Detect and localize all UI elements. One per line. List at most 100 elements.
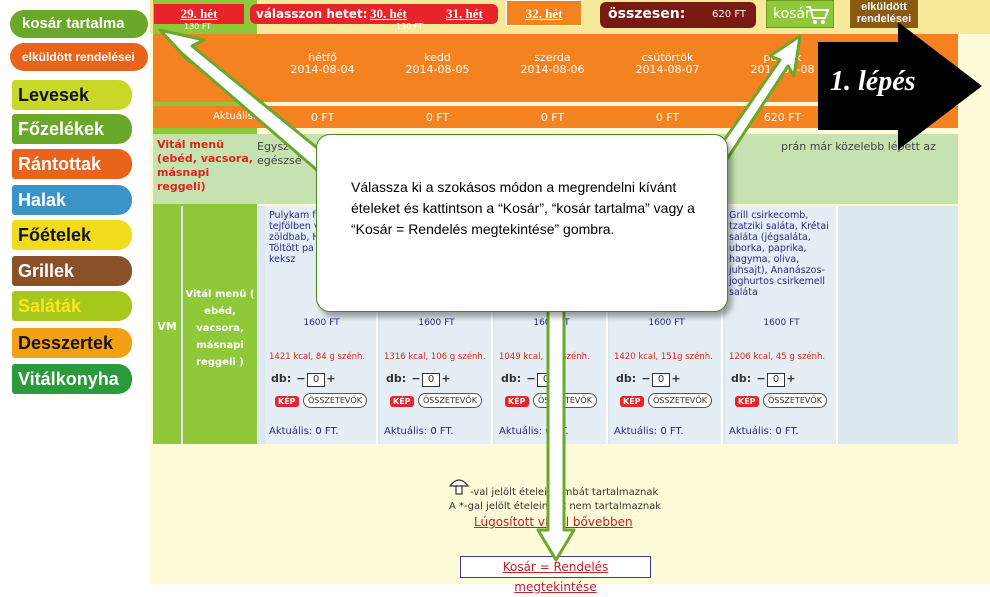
- week-29-tab[interactable]: 29. hét: [154, 4, 244, 24]
- day-name: csütörtök: [641, 51, 694, 64]
- sent-orders-top-button[interactable]: elküldött rendelései: [850, 0, 918, 28]
- dish-description: Pulykam fokhagym tejfölben vajban p zöld…: [269, 210, 360, 265]
- quantity-stepper: db: −0+: [616, 372, 682, 387]
- day-date: 2014-08-07: [635, 63, 700, 76]
- dish-price: 1600 FT: [533, 318, 570, 328]
- day-current-total: 0 FT: [540, 111, 565, 124]
- quantity-input[interactable]: 0: [307, 373, 325, 387]
- picture-button[interactable]: KÉP: [505, 396, 529, 407]
- category-2[interactable]: Főzelékek: [12, 114, 132, 144]
- choose-week-label: válasszon hetet:: [256, 7, 368, 21]
- week-31-link[interactable]: 31. hét: [446, 6, 483, 21]
- vital-desc-line2: egészsé: [257, 154, 302, 167]
- total-box: összesen: 620 FT: [600, 2, 756, 28]
- dish-nutrition: 1206 kcal, 45 g szénh.: [729, 352, 826, 362]
- day-date: 2014-08-05: [405, 63, 470, 76]
- vital-menu-description: Egyszerű egészsé: [257, 140, 307, 168]
- quantity-input[interactable]: 0: [652, 373, 670, 387]
- quantity-input[interactable]: 0: [422, 373, 440, 387]
- total-label: összesen:: [608, 6, 686, 22]
- quantity-input[interactable]: 0: [767, 373, 785, 387]
- day-date: 2014-08-04: [290, 63, 355, 76]
- decrease-button[interactable]: −: [296, 372, 306, 385]
- picture-button[interactable]: KÉP: [275, 396, 299, 407]
- quantity-label: db:: [501, 372, 522, 385]
- category-5[interactable]: Főételek: [12, 220, 132, 250]
- step-label: 1. lépés: [830, 66, 916, 97]
- day-name: kedd: [424, 51, 451, 64]
- quantity-input[interactable]: 0: [537, 373, 555, 387]
- vital-menu-title: Vitál menü (ebéd, vacsora, másnapi regge…: [157, 138, 253, 193]
- dish-price: 1600 FT: [418, 318, 455, 328]
- picture-button[interactable]: KÉP: [390, 396, 414, 407]
- menu-day-cell: Grill csirkecomb, tzatziki saláta, Kréta…: [725, 206, 838, 444]
- day-current-total: 0 FT: [425, 111, 450, 124]
- ingredients-button[interactable]: ÖSSZETEVŐK: [303, 393, 367, 408]
- view-order-button[interactable]: Kosár = Rendelés megtekintése: [460, 556, 651, 594]
- quantity-stepper: db: −0+: [271, 372, 337, 387]
- dish-current-total: Aktuális: 0 FT.: [269, 426, 339, 437]
- decrease-button[interactable]: −: [641, 372, 651, 385]
- week-32-tab[interactable]: 32. hét: [506, 0, 582, 26]
- week-30-sub: 130 FT: [396, 22, 424, 31]
- quantity-label: db:: [731, 372, 752, 385]
- day-current-total: 0 FT: [310, 111, 335, 124]
- ingredients-button[interactable]: ÖSSZETEVŐK: [763, 393, 827, 408]
- category-3[interactable]: Rántottak: [12, 149, 132, 179]
- category-7[interactable]: Saláták: [12, 291, 132, 321]
- week-29-sub: 130 FT: [184, 22, 212, 31]
- category-9[interactable]: Vitálkonyha: [12, 364, 132, 394]
- dish-price: 1600 FT: [763, 318, 800, 328]
- category-8[interactable]: Desszertek: [12, 328, 132, 358]
- sent-orders-button[interactable]: elküldött rendelései: [10, 43, 148, 71]
- increase-button[interactable]: +: [786, 372, 796, 385]
- dish-price: 1600 FT: [303, 318, 340, 328]
- ingredients-button[interactable]: ÖSSZETEVŐK: [648, 393, 712, 408]
- category-6[interactable]: Grillek: [12, 256, 132, 286]
- instruction-callout: Válassza ki a szokásos módon a megrendel…: [316, 134, 728, 312]
- increase-button[interactable]: +: [671, 372, 681, 385]
- decrease-button[interactable]: −: [756, 372, 766, 385]
- week-30-link[interactable]: 30. hét: [370, 6, 407, 21]
- increase-button[interactable]: +: [556, 372, 566, 385]
- quantity-stepper: db: −0+: [731, 372, 797, 387]
- footer-note-mushroom: -val jelölt ételein ombát tartalmaznak: [470, 487, 659, 498]
- decrease-button[interactable]: −: [526, 372, 536, 385]
- footer-note-star: A *-gal jelölt ételeink st nem tartalmaz…: [449, 501, 662, 512]
- vital-menu-description-right: prán már közelebb lépett az: [781, 140, 936, 153]
- dish-nutrition: 1049 kcal, 1 g szénh.: [499, 352, 590, 362]
- day-current-total: 0 FT: [655, 111, 680, 124]
- dish-current-total: Aktuális: 0 FT.: [729, 426, 799, 437]
- picture-button[interactable]: KÉP: [620, 396, 644, 407]
- decrease-button[interactable]: −: [411, 372, 421, 385]
- dish-description: Grill csirkecomb, tzatziki saláta, Kréta…: [729, 210, 829, 298]
- dish-nutrition: 1316 kcal, 106 g szénh.: [384, 352, 486, 362]
- cart-button[interactable]: kosár: [766, 0, 834, 28]
- footer-water-link[interactable]: Lúgosított víz ől bővebben: [474, 515, 633, 529]
- dish-current-total: Aktuális: 0 FT.: [614, 426, 684, 437]
- step-arrow-icon: [818, 22, 982, 150]
- category-1[interactable]: Levesek: [12, 80, 132, 110]
- day-name: szerda: [534, 51, 571, 64]
- day-date: 2014-08-06: [520, 63, 585, 76]
- dish-price: 1600 FT: [648, 318, 685, 328]
- total-value: 620 FT: [712, 9, 746, 20]
- dish-current-total: Aktuális: 0 FT.: [499, 426, 569, 437]
- ingredients-button[interactable]: ÖSSZETEVŐK: [533, 393, 597, 408]
- picture-button[interactable]: KÉP: [735, 396, 759, 407]
- week-29-link[interactable]: 29. hét: [180, 6, 218, 21]
- increase-button[interactable]: +: [326, 372, 336, 385]
- ingredients-button[interactable]: ÖSSZETEVŐK: [418, 393, 482, 408]
- category-4[interactable]: Halak: [12, 185, 132, 215]
- sidebar: kosár tartalma elküldött rendelései Leve…: [0, 0, 150, 584]
- cart-contents-button[interactable]: kosár tartalma: [10, 10, 148, 38]
- row-code: VM: [153, 206, 181, 444]
- increase-button[interactable]: +: [441, 372, 451, 385]
- quantity-stepper: db: −0+: [501, 372, 567, 387]
- quantity-label: db:: [616, 372, 637, 385]
- dish-current-total: Aktuális: 0 FT.: [384, 426, 454, 437]
